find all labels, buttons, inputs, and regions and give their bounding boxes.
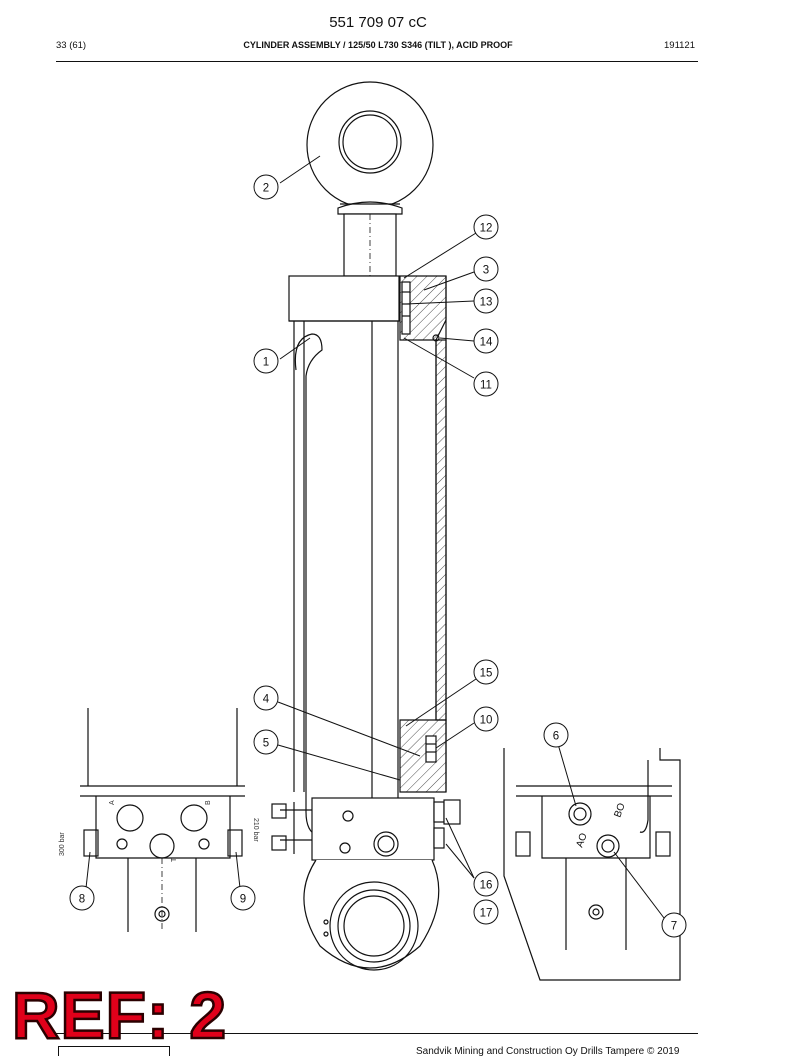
callout-17-label: 17 xyxy=(480,908,493,920)
callout-8-label: 8 xyxy=(79,894,85,906)
callout-10-label: 10 xyxy=(480,715,493,727)
document-number: 551 709 07 cC xyxy=(329,14,427,31)
callout-7: 7 xyxy=(661,912,687,938)
pressure-label-right: 210 bar xyxy=(252,818,259,842)
valve-block xyxy=(271,797,461,861)
callout-2: 2 xyxy=(253,174,279,200)
callout-1: 1 xyxy=(253,348,279,374)
detail-view-right xyxy=(503,748,681,981)
callout-16: 16 xyxy=(473,871,499,897)
rod-eye-top xyxy=(306,81,434,215)
callout-5-label: 5 xyxy=(263,738,269,750)
callout-11: 11 xyxy=(473,371,499,397)
callouts: 1 2 3 4 5 6 7 8 xyxy=(69,174,687,938)
pressure-label-left: 300 bar xyxy=(59,832,66,856)
port-label-a: A xyxy=(109,800,116,805)
callout-13: 13 xyxy=(473,288,499,314)
callout-1-label: 1 xyxy=(263,357,269,369)
port-label-ao: AO xyxy=(574,831,589,849)
date-code: 191121 xyxy=(664,40,695,51)
callout-12: 12 xyxy=(473,214,499,240)
port-label-b: B xyxy=(205,800,212,805)
callout-15-label: 15 xyxy=(480,668,493,680)
footer-rule xyxy=(56,1033,698,1034)
callout-7-label: 7 xyxy=(671,921,677,933)
callout-2-label: 2 xyxy=(263,183,269,195)
sandvik-logo xyxy=(58,1046,170,1056)
callout-9: 9 xyxy=(230,885,256,911)
callout-16-label: 16 xyxy=(480,880,493,892)
callout-11-label: 11 xyxy=(480,380,492,392)
section-hatching xyxy=(399,275,447,793)
port-label-bo: BO xyxy=(612,801,627,819)
callout-14: 14 xyxy=(473,328,499,354)
callout-6: 6 xyxy=(543,722,569,748)
drawing-title: CYLINDER ASSEMBLY / 125/50 L730 S346 (TI… xyxy=(243,40,513,50)
leader-lines xyxy=(85,155,665,919)
callout-17: 17 xyxy=(473,899,499,925)
detail-view-left xyxy=(80,708,245,932)
callout-6-label: 6 xyxy=(553,731,559,743)
callout-12-label: 12 xyxy=(480,223,493,235)
rod-eye-bottom xyxy=(303,859,440,971)
callout-9-label: 9 xyxy=(240,894,246,906)
callout-4-label: 4 xyxy=(263,694,270,706)
callout-3: 3 xyxy=(473,256,499,282)
callout-13-label: 13 xyxy=(480,297,493,309)
page-number: 33 (61) xyxy=(56,40,87,51)
side-pipe xyxy=(294,333,323,837)
callout-15: 15 xyxy=(473,659,499,685)
header-rule xyxy=(56,61,698,62)
port-labels: A B T 300 bar 210 bar AO BO xyxy=(59,800,628,862)
callout-5: 5 xyxy=(253,729,279,755)
port-label-t: T xyxy=(171,857,178,862)
callout-4: 4 xyxy=(253,685,279,711)
callout-10: 10 xyxy=(473,706,499,732)
callout-8: 8 xyxy=(69,885,95,911)
footer-copyright: Sandvik Mining and Construction Oy Drill… xyxy=(416,1046,680,1057)
piston-rod xyxy=(343,213,399,800)
callout-14-label: 14 xyxy=(480,337,493,349)
callout-3-label: 3 xyxy=(483,265,489,277)
ref-stamp: REF: 2 xyxy=(11,978,228,1052)
